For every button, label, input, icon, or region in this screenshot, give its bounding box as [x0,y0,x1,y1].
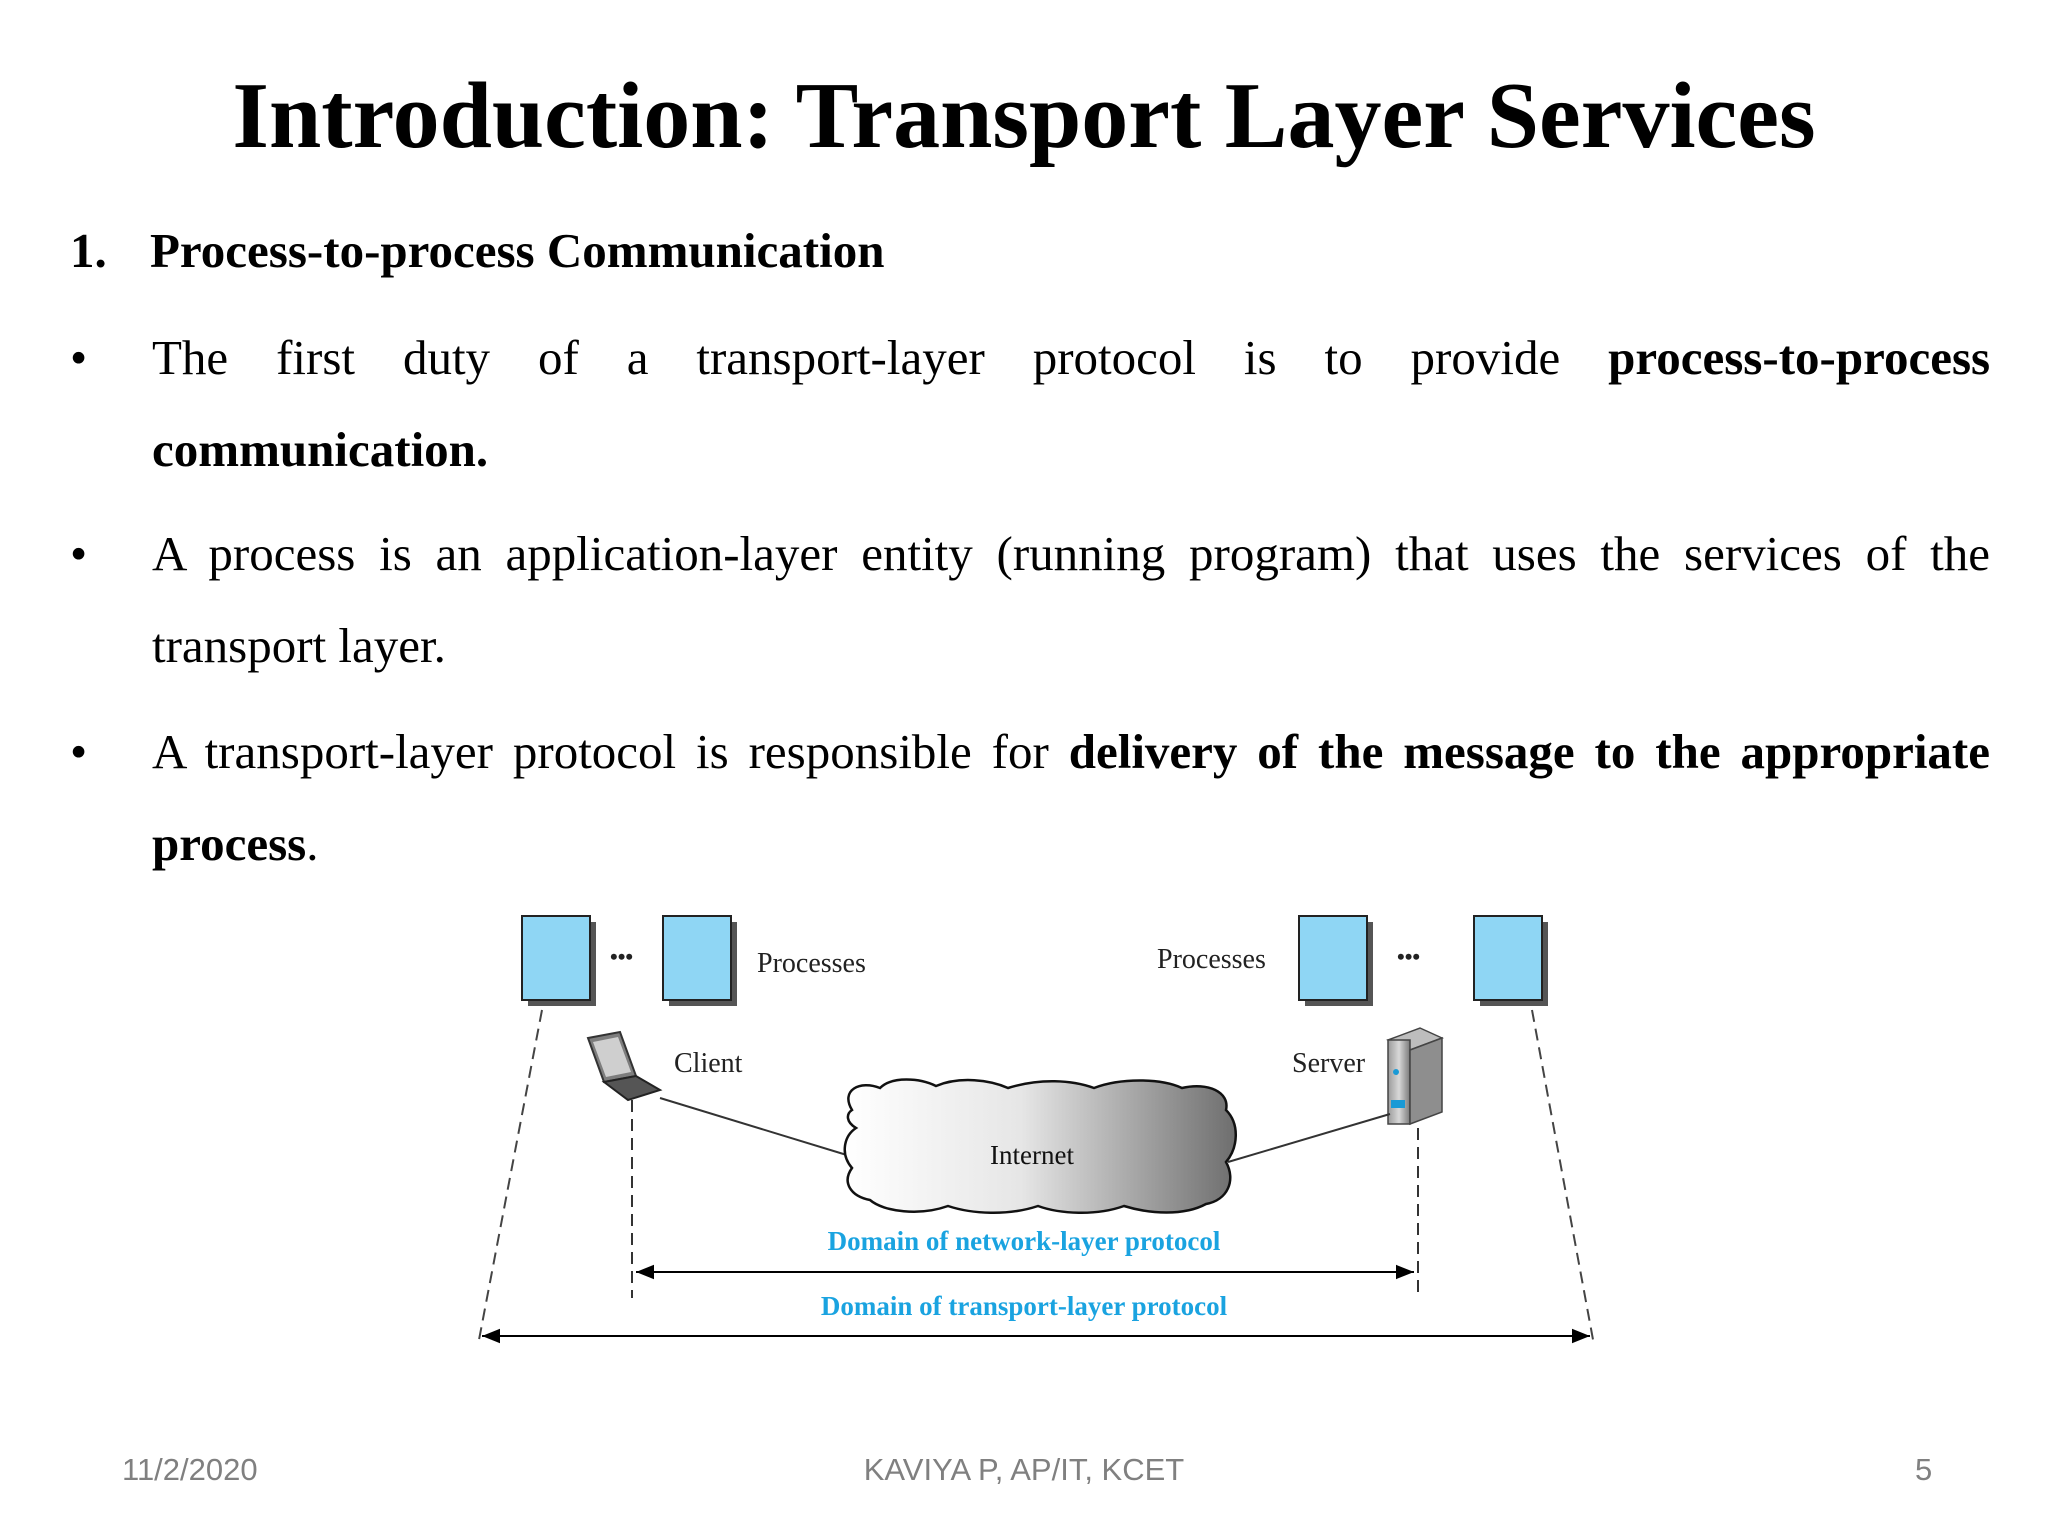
bold-term-continued: communication. [152,422,489,477]
network-domain-label: Domain of network-layer protocol [828,1226,1221,1256]
word: protocol [1032,330,1196,385]
bold-term: process-to-process [1608,330,1991,385]
internet-label: Internet [990,1140,1074,1170]
right-process-box-1 [1298,915,1373,1006]
bullet-3-text: A transport-layer protocol is responsibl… [152,706,1990,890]
word: first [276,330,356,385]
word: is [1243,330,1277,385]
transport-domain-label: Domain of transport-layer protocol [821,1291,1228,1321]
word: provide [1410,330,1561,385]
internet-server-link [1227,1113,1391,1163]
server-label: Server [1292,1048,1366,1079]
word: The [152,330,229,385]
bullet-symbol: • [70,526,88,581]
bold-term: delivery of the message to the appropria… [152,724,1990,871]
left-outer-dashed-line [477,1009,543,1346]
client-label: Client [674,1048,743,1079]
left-process-box-2 [662,915,737,1006]
left-process-box-1 [521,915,596,1006]
footer-author: KAVIYA P, AP/IT, KCET [863,1452,1185,1487]
slide-number: 5 [1915,1452,1933,1487]
section-heading-text: Process-to-process Communication [150,223,885,278]
left-ellipsis: ••• [610,944,633,969]
right-processes-label: Processes [1157,944,1266,975]
word: duty [402,330,491,385]
right-ellipsis: ••• [1397,944,1420,969]
laptop-icon [586,1030,663,1102]
word: transport-layer [696,330,985,385]
server-icon [1386,1027,1444,1126]
footer-date: 11/2/2020 [122,1452,258,1487]
process-communication-diagram: ••• Processes Processes ••• Client Serve… [477,915,1595,1346]
bullet-1-text: The first duty of a transport-layer prot… [152,312,1990,496]
right-outer-dashed-line [1531,1009,1595,1346]
bullet-symbol: • [70,330,88,385]
word: a [626,330,649,385]
left-processes-label: Processes [757,948,866,979]
bullet-2-text: A process is an application-layer entity… [152,526,1990,673]
word: of [537,330,579,385]
client-internet-link [659,1097,851,1157]
bullet-3: • A transport-layer protocol is responsi… [70,706,1990,890]
bullet-1-line1: The first duty of a transport-layer prot… [152,312,1990,404]
section-number: 1. [70,223,107,278]
internet-cloud [843,1078,1237,1214]
slide-title: Introduction: Transport Layer Services [232,64,1816,168]
right-process-box-2 [1473,915,1548,1006]
bullet-1: • The first duty of a transport-layer pr… [70,312,1990,496]
section-heading: 1. Process-to-process Communication [70,222,884,281]
word: to [1324,330,1363,385]
bullet-3-pre: A transport-layer protocol is responsibl… [152,724,1069,779]
bullet-2: • A process is an application-layer enti… [70,508,1990,692]
bullet-3-post: . [306,816,319,871]
bullet-symbol: • [70,724,88,779]
